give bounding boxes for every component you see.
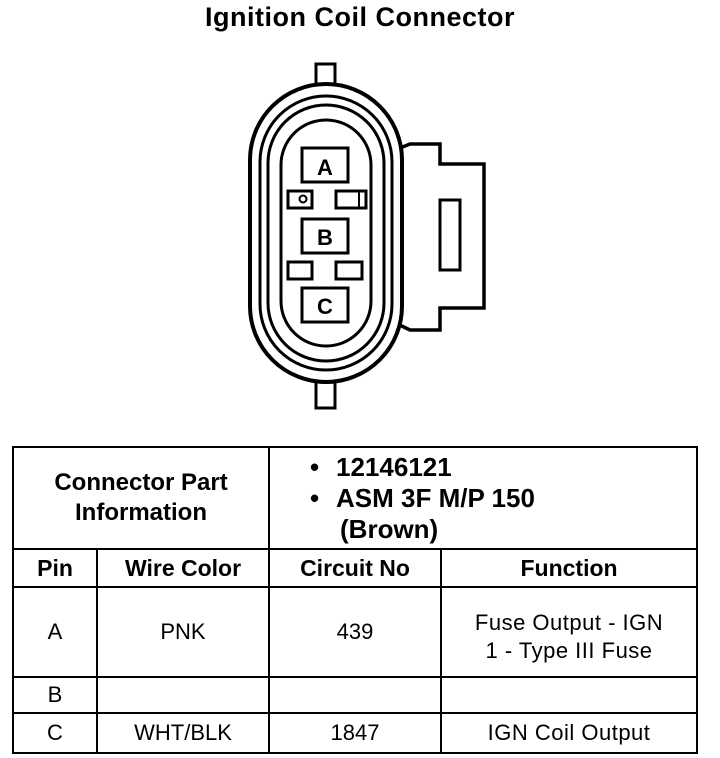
header-pin: Pin <box>12 548 98 588</box>
part-info-row: Connector Part Information • 12146121 • AS… <box>11 446 699 550</box>
circuit-no-cell: 1847 <box>268 712 443 754</box>
assembly-description: ASM 3F M/P 150 <box>336 483 535 513</box>
cavity-b: B <box>300 217 350 255</box>
function-line1: Fuse Output - IGN <box>474 610 664 635</box>
page-title: Ignition Coil Connector <box>205 2 515 32</box>
part-info-label-cell: Connector Part Information <box>11 446 271 550</box>
wire-color-cell: WHT/BLK <box>95 712 271 754</box>
connector-color: (Brown) <box>340 514 439 544</box>
part-number: 12146121 <box>336 452 452 482</box>
circuit-no-cell: 439 <box>268 586 443 678</box>
cavity-b-label: B <box>317 225 333 250</box>
bullet-icon: • <box>310 483 320 513</box>
circuit-no-cell <box>268 676 443 714</box>
bullet-icon: • <box>310 452 320 482</box>
pin-cell: B <box>12 676 98 714</box>
connector-info-table: Connector Part Information • 12146121 • AS… <box>11 446 699 754</box>
connector-key-slots <box>286 189 368 281</box>
pin-cell: C <box>12 712 98 754</box>
header-circuit-no: Circuit No <box>268 548 443 588</box>
part-info-value-cell: • 12146121 • ASM 3F M/P 150 (Brown) <box>268 446 699 550</box>
connector-bottom-tab <box>314 378 337 410</box>
table-row: B <box>12 676 699 714</box>
cavity-a-label: A <box>317 155 333 180</box>
function-cell: Fuse Output - IGN 1 - Type III Fuse <box>440 586 699 678</box>
cavity-a: A <box>300 146 350 184</box>
cavity-c: C <box>300 286 350 324</box>
connector-diagram: A B C <box>248 62 486 410</box>
table-row: A PNK 439 Fuse Output - IGN 1 - Type III… <box>12 586 699 678</box>
cavity-c-label: C <box>317 294 333 319</box>
function-cell: IGN Coil Output <box>440 712 699 754</box>
header-function: Function <box>440 548 699 588</box>
connector-side-latch <box>383 142 486 332</box>
part-info-label-line2: Information <box>75 499 207 526</box>
wire-color-cell: PNK <box>95 586 271 678</box>
function-cell <box>440 676 699 714</box>
table-header-row: Pin Wire Color Circuit No Function <box>12 548 699 588</box>
wire-color-cell <box>95 676 271 714</box>
function-line2: 1 - Type III Fuse <box>485 638 653 663</box>
pin-cell: A <box>12 586 98 678</box>
header-wire-color: Wire Color <box>95 548 271 588</box>
table-row: C WHT/BLK 1847 IGN Coil Output <box>12 712 699 754</box>
part-info-label-line1: Connector Part <box>54 469 228 496</box>
